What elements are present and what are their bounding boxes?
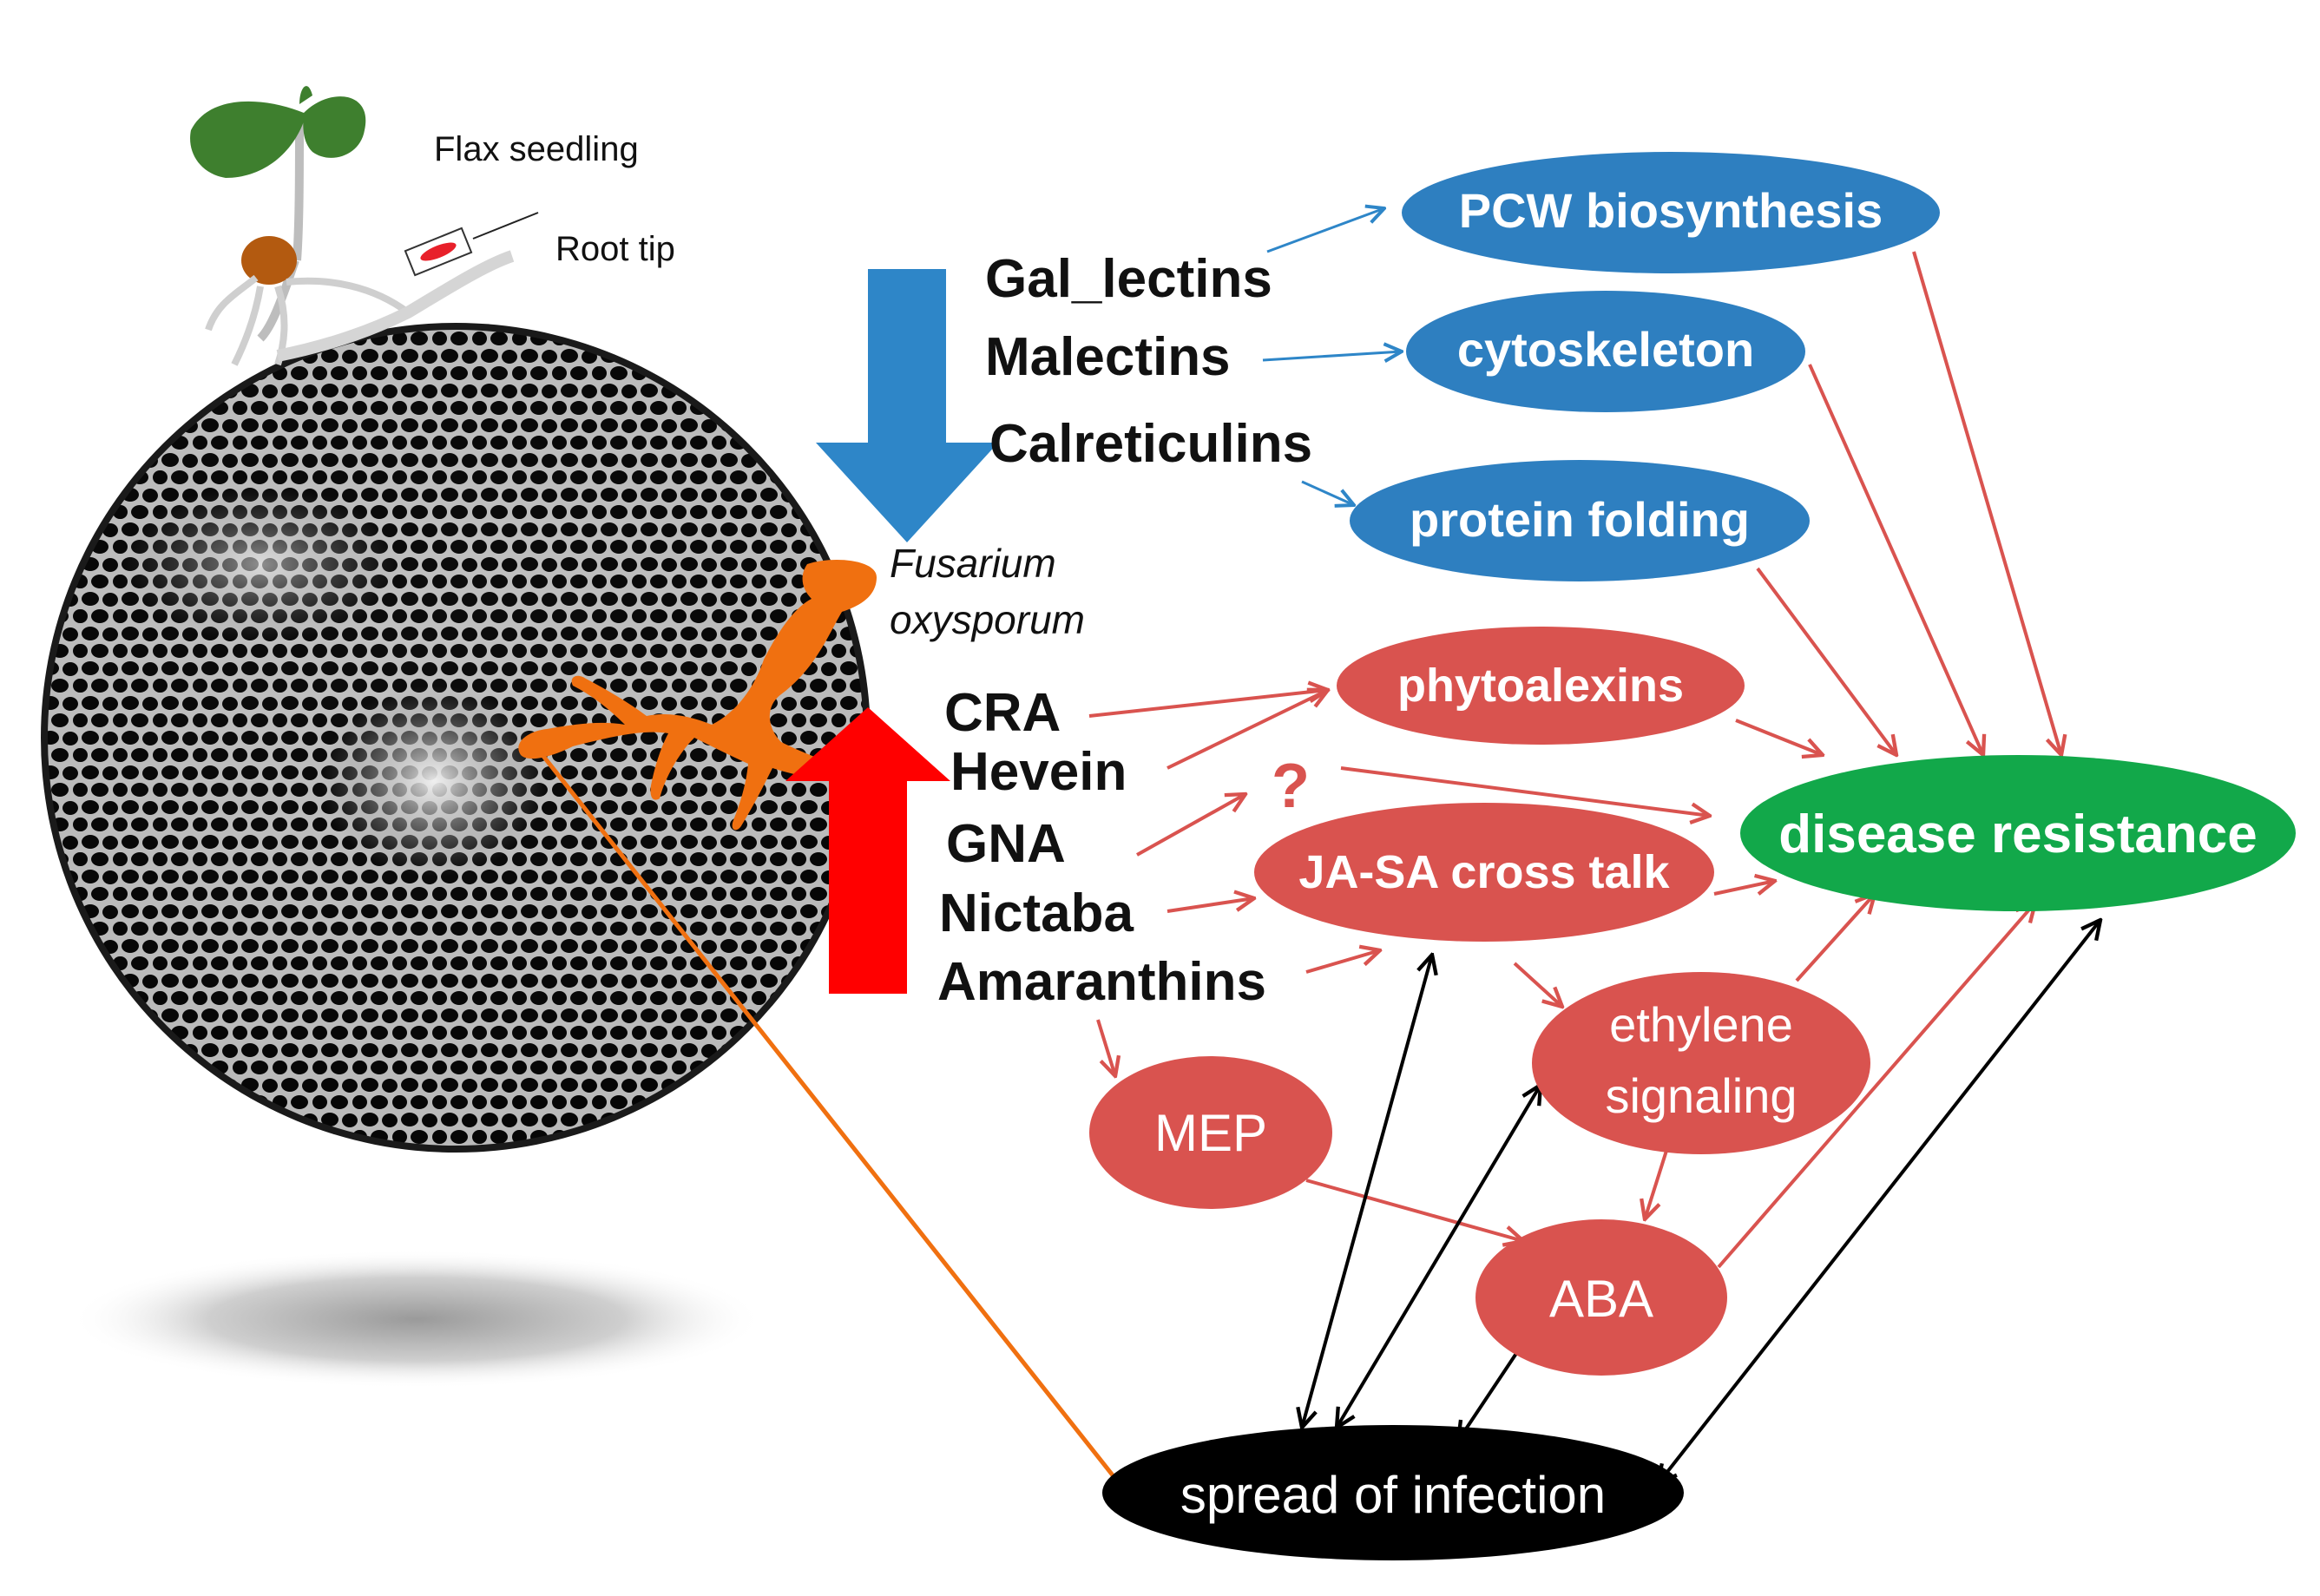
up-regulation-arrow (785, 707, 950, 994)
lectin-nictaba: Nictaba (939, 883, 1134, 943)
node-aba: ABA (1475, 1219, 1727, 1376)
node-mep: MEP (1089, 1056, 1332, 1209)
root-tip-label: Root tip (555, 230, 675, 268)
edge-spread-ethylene (1337, 1085, 1541, 1428)
node-disease-resistance: disease resistance (1740, 755, 2296, 911)
lectin-malectins: Malectins (985, 327, 1231, 387)
edge-spread-resistance (1658, 920, 2100, 1484)
edges-blue (1262, 208, 1402, 505)
edge-amaranthins-to-jasa (1305, 950, 1380, 974)
svg-text:PCW biosynthesis: PCW biosynthesis (1459, 183, 1883, 238)
lectin-cra: CRA (944, 683, 1061, 743)
edge-mep-to-aba (1305, 1179, 1523, 1241)
svg-text:protein folding: protein folding (1410, 492, 1750, 547)
flax-seedling-icon (190, 86, 539, 366)
lectin-gna: GNA (946, 814, 1066, 874)
node-protein-folding: protein folding (1350, 460, 1810, 581)
node-ethylene: ethylene signaling (1532, 972, 1870, 1154)
edge-folding-to-resistance (1756, 567, 1896, 755)
edge-question-to-resistance (1340, 766, 1710, 816)
edge-jasa-to-ethylene (1513, 962, 1562, 1007)
edges-black (1302, 920, 2100, 1484)
edge-jasa-to-resistance (1713, 881, 1775, 896)
edge-cra-to-phytoalexins (1088, 690, 1328, 718)
edge-pcw-to-resistance (1912, 251, 2061, 755)
lectin-amaranthins: Amaranthins (937, 952, 1266, 1012)
disc-shadow (69, 1250, 764, 1389)
lectin-hevein: Hevein (950, 742, 1127, 802)
svg-text:cytoskeleton: cytoskeleton (1457, 322, 1754, 377)
edge-nictaba-to-jasa (1167, 898, 1254, 913)
pathogen-label-line1: Fusarium (890, 541, 1056, 586)
edge-spread-jasa (1302, 955, 1432, 1428)
pathogen-label-line2: oxysporum (890, 597, 1085, 642)
node-spread-of-infection: spread of infection (1102, 1425, 1684, 1560)
fungus-hypha (518, 560, 877, 831)
edge-gna-to-question (1136, 794, 1245, 857)
edge-gal-to-pcw (1266, 208, 1384, 253)
svg-text:MEP: MEP (1154, 1104, 1267, 1162)
svg-text:ABA: ABA (1549, 1270, 1653, 1328)
lectin-gal: Gal_lectins (985, 249, 1272, 309)
node-pcw: PCW biosynthesis (1402, 152, 1940, 273)
node-phytoalexins: phytoalexins (1337, 627, 1745, 745)
svg-text:spread of infection: spread of infection (1180, 1466, 1606, 1524)
svg-text:phytoalexins: phytoalexins (1397, 660, 1684, 712)
edge-malectins-to-cytoskeleton (1262, 351, 1402, 360)
vascular-center (321, 686, 547, 877)
edge-hevein-to-question (1167, 690, 1328, 770)
edge-phytoalexins-to-resistance (1735, 719, 1823, 755)
edge-fungus-to-spread (541, 753, 1121, 1486)
edge-cytoskeleton-to-resistance (1808, 364, 1983, 755)
root-cross-section (41, 323, 871, 1153)
svg-text:disease resistance: disease resistance (1778, 805, 2258, 864)
edge-ethylene-to-resistance (1795, 894, 1875, 982)
node-cytoskeleton: cytoskeleton (1406, 291, 1805, 412)
edge-amaranthins-to-mep (1096, 1019, 1115, 1076)
svg-text:signaling: signaling (1605, 1068, 1797, 1123)
edge-calreticulins-to-folding (1301, 480, 1354, 505)
lectin-calreticulins: Calreticulins (989, 414, 1312, 474)
seedling-label: Flax seedling (434, 130, 639, 168)
down-regulation-arrow (816, 269, 998, 542)
svg-text:ethylene: ethylene (1609, 997, 1793, 1052)
node-jasa: JA-SA cross talk (1254, 803, 1714, 942)
unknown-link-marker: ? (1272, 752, 1310, 821)
svg-text:JA-SA cross talk: JA-SA cross talk (1298, 846, 1670, 898)
